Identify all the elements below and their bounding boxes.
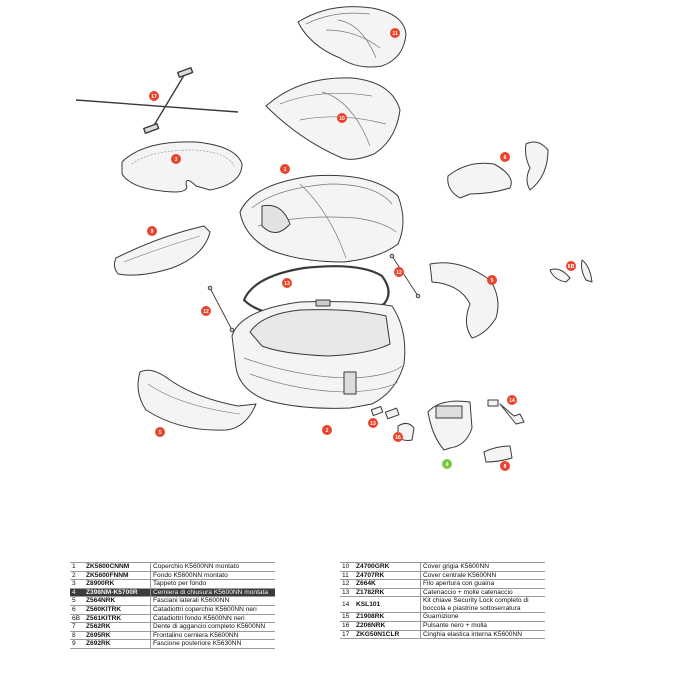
svg-text:3: 3: [175, 157, 178, 163]
part-elastic-strap: [75, 67, 239, 134]
marker-16: 16: [393, 432, 403, 442]
part-bottom-case: [231, 299, 406, 409]
marker-3: 3: [171, 154, 181, 164]
part-lid: [239, 174, 404, 263]
marker-11: 11: [390, 28, 400, 38]
svg-text:9: 9: [151, 229, 154, 235]
part-center-cover: [297, 6, 407, 68]
svg-text:1: 1: [284, 167, 287, 173]
marker-6b: 6B: [566, 261, 576, 271]
marker-4: 4: [442, 459, 452, 469]
svg-text:13: 13: [284, 281, 290, 287]
marker-5-right: 5: [487, 275, 497, 285]
marker-14: 14: [507, 395, 517, 405]
marker-10: 10: [337, 113, 347, 123]
part-lid-reflectors: [447, 141, 549, 199]
part-rear-band: [113, 225, 211, 276]
part-side-band-right: [429, 262, 499, 339]
part-bottom-reflectors: [549, 259, 593, 283]
part-bottom-mat: [121, 141, 243, 193]
part-side-band-left: [137, 369, 257, 431]
marker-6: 6: [500, 152, 510, 162]
svg-text:5: 5: [491, 278, 494, 284]
svg-text:14: 14: [509, 398, 515, 404]
svg-text:5: 5: [159, 430, 162, 436]
svg-text:6B: 6B: [568, 264, 575, 270]
marker-2: 2: [322, 425, 332, 435]
exploded-view-diagram: 11 17 10 3 1 6 9 12 13 5 6B 12 5 2 13 16…: [75, 6, 593, 471]
svg-text:8: 8: [504, 464, 507, 470]
part-opening-cables: [207, 253, 421, 333]
part-hinge: [427, 400, 473, 451]
marker-13: 13: [368, 418, 378, 428]
part-hinge-front: [483, 445, 513, 463]
svg-text:16: 16: [395, 435, 401, 441]
marker-15: 13: [282, 278, 292, 288]
marker-8: 8: [500, 461, 510, 471]
part-latch: [370, 405, 400, 420]
svg-text:2: 2: [326, 428, 329, 434]
svg-text:13: 13: [370, 421, 376, 427]
svg-text:10: 10: [339, 116, 345, 122]
svg-text:6: 6: [504, 155, 507, 161]
marker-17: 17: [149, 91, 159, 101]
marker-1: 1: [280, 164, 290, 174]
svg-text:11: 11: [392, 31, 398, 37]
svg-text:17: 17: [151, 94, 157, 100]
callout-markers: 11 17 10 3 1 6 9 12 13 5 6B 12 5 2 13 16…: [147, 28, 576, 471]
marker-5-left: 5: [155, 427, 165, 437]
marker-9: 9: [147, 226, 157, 236]
svg-text:4: 4: [446, 462, 449, 468]
marker-12-right: 12: [394, 267, 404, 277]
svg-text:12: 12: [203, 309, 209, 315]
part-grey-cover: [265, 77, 401, 160]
svg-text:12: 12: [396, 270, 402, 276]
part-key-kit: [487, 399, 525, 425]
marker-12-left: 12: [201, 306, 211, 316]
